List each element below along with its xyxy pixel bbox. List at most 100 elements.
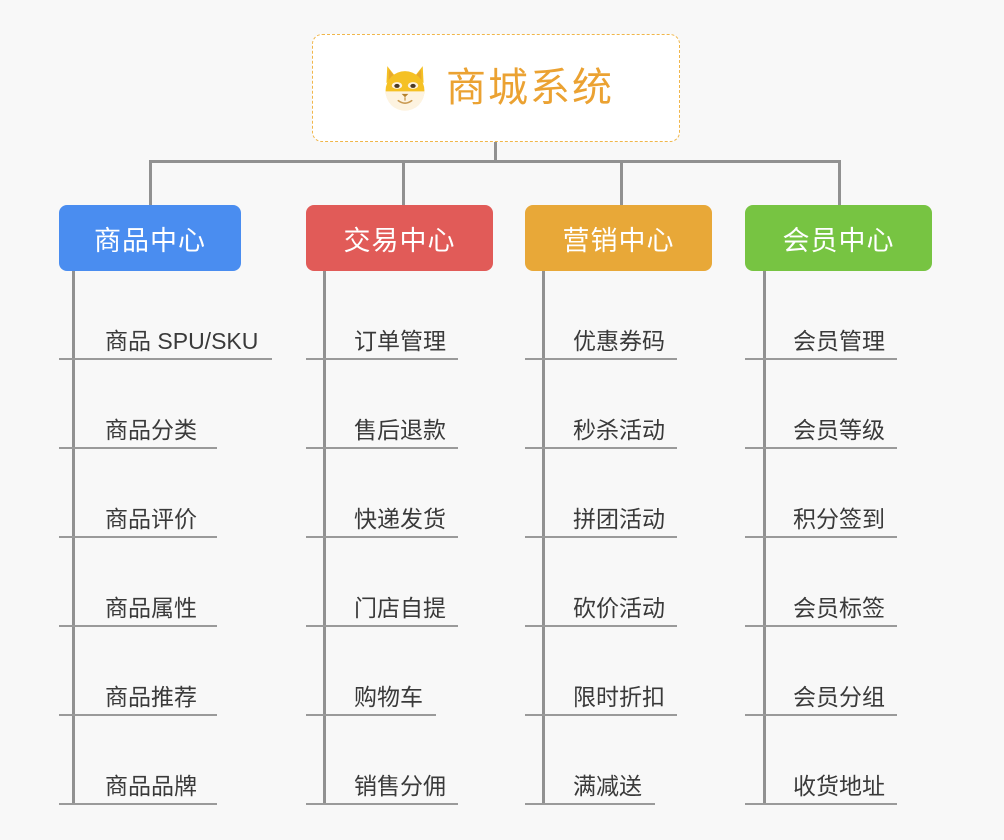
leaf-label: 商品 SPU/SKU bbox=[105, 327, 259, 354]
column-spine bbox=[72, 271, 75, 805]
root-node[interactable]: 商城系统 bbox=[312, 34, 680, 142]
list-item[interactable]: 门店自提 bbox=[306, 538, 493, 627]
leaf-label: 销售分佣 bbox=[354, 772, 446, 799]
column-marketing-center: 营销中心 优惠券码 秒杀活动 拼团活动 砍价活动 限时折扣 bbox=[525, 205, 712, 805]
list-item[interactable]: 积分签到 bbox=[745, 449, 932, 538]
column-trade-center: 交易中心 订单管理 售后退款 快递发货 门店自提 购物车 bbox=[306, 205, 493, 805]
leaf-underline bbox=[59, 447, 217, 449]
leaf-label: 会员标签 bbox=[793, 594, 885, 621]
leaf-underline bbox=[59, 714, 217, 716]
leaf-underline bbox=[59, 625, 217, 627]
leaf-label: 购物车 bbox=[354, 683, 423, 710]
leaf-underline bbox=[306, 714, 436, 716]
leaf-underline bbox=[525, 447, 677, 449]
column-product-center: 商品中心 商品 SPU/SKU 商品分类 商品评价 商品属性 商品推荐 bbox=[59, 205, 272, 805]
leaf-label: 商品评价 bbox=[105, 505, 197, 532]
leaf-label: 秒杀活动 bbox=[573, 416, 665, 443]
list-item[interactable]: 销售分佣 bbox=[306, 716, 493, 805]
connector-drop-4 bbox=[838, 160, 841, 205]
list-item[interactable]: 会员等级 bbox=[745, 360, 932, 449]
column-spine bbox=[763, 271, 766, 805]
leaf-underline bbox=[745, 536, 897, 538]
leaf-label: 会员分组 bbox=[793, 683, 885, 710]
leaf-label: 满减送 bbox=[573, 772, 642, 799]
leaf-underline bbox=[745, 803, 897, 805]
leaf-underline bbox=[525, 625, 677, 627]
list-item[interactable]: 优惠券码 bbox=[525, 271, 712, 360]
leaf-list: 订单管理 售后退款 快递发货 门店自提 购物车 销售分佣 bbox=[306, 271, 493, 805]
category-header-marketing-center[interactable]: 营销中心 bbox=[525, 205, 712, 271]
list-item[interactable]: 商品属性 bbox=[59, 538, 264, 627]
leaf-underline bbox=[525, 803, 655, 805]
leaf-label: 积分签到 bbox=[793, 505, 885, 532]
list-item[interactable]: 订单管理 bbox=[306, 271, 493, 360]
list-item[interactable]: 商品评价 bbox=[59, 449, 264, 538]
list-item[interactable]: 商品品牌 bbox=[59, 716, 264, 805]
leaf-underline bbox=[745, 625, 897, 627]
list-item[interactable]: 会员管理 bbox=[745, 271, 932, 360]
leaf-underline bbox=[306, 625, 458, 627]
leaf-list: 商品 SPU/SKU 商品分类 商品评价 商品属性 商品推荐 商品品牌 bbox=[59, 271, 272, 805]
column-spine bbox=[542, 271, 545, 805]
leaf-underline bbox=[59, 803, 217, 805]
leaf-underline bbox=[525, 358, 677, 360]
list-item[interactable]: 秒杀活动 bbox=[525, 360, 712, 449]
leaf-label: 商品分类 bbox=[105, 416, 197, 443]
leaf-label: 订单管理 bbox=[354, 327, 446, 354]
leaf-label: 商品属性 bbox=[105, 594, 197, 621]
list-item[interactable]: 砍价活动 bbox=[525, 538, 712, 627]
leaf-label: 商品品牌 bbox=[105, 772, 197, 799]
list-item[interactable]: 售后退款 bbox=[306, 360, 493, 449]
shiba-dog-face-icon bbox=[378, 61, 432, 115]
category-title: 商品中心 bbox=[94, 225, 206, 256]
leaf-label: 限时折扣 bbox=[573, 683, 665, 710]
connector-drop-2 bbox=[402, 160, 405, 205]
list-item[interactable]: 快递发货 bbox=[306, 449, 493, 538]
connector-drop-1 bbox=[149, 160, 152, 205]
leaf-list: 会员管理 会员等级 积分签到 会员标签 会员分组 收货地址 bbox=[745, 271, 932, 805]
leaf-underline bbox=[306, 536, 458, 538]
leaf-label: 会员等级 bbox=[793, 416, 885, 443]
leaf-underline bbox=[306, 447, 458, 449]
leaf-underline bbox=[525, 714, 677, 716]
leaf-label: 商品推荐 bbox=[105, 683, 197, 710]
leaf-label: 拼团活动 bbox=[573, 505, 665, 532]
list-item[interactable]: 会员分组 bbox=[745, 627, 932, 716]
category-title: 会员中心 bbox=[782, 225, 895, 256]
list-item[interactable]: 限时折扣 bbox=[525, 627, 712, 716]
leaf-underline bbox=[306, 803, 458, 805]
leaf-underline bbox=[59, 358, 272, 360]
list-item[interactable]: 商品分类 bbox=[59, 360, 264, 449]
category-header-member-center[interactable]: 会员中心 bbox=[745, 205, 932, 271]
leaf-label: 砍价活动 bbox=[573, 594, 665, 621]
leaf-label: 会员管理 bbox=[793, 327, 885, 354]
leaf-list: 优惠券码 秒杀活动 拼团活动 砍价活动 限时折扣 满减送 bbox=[525, 271, 712, 805]
list-item[interactable]: 满减送 bbox=[525, 716, 712, 805]
list-item[interactable]: 收货地址 bbox=[745, 716, 932, 805]
leaf-label: 门店自提 bbox=[354, 594, 446, 621]
connector-drop-3 bbox=[620, 160, 623, 205]
leaf-underline bbox=[306, 358, 458, 360]
leaf-underline bbox=[525, 536, 677, 538]
category-header-trade-center[interactable]: 交易中心 bbox=[306, 205, 493, 271]
leaf-underline bbox=[59, 536, 217, 538]
leaf-label: 售后退款 bbox=[354, 416, 446, 443]
connector-horizontal-bus bbox=[149, 160, 840, 163]
list-item[interactable]: 拼团活动 bbox=[525, 449, 712, 538]
category-header-product-center[interactable]: 商品中心 bbox=[59, 205, 241, 271]
leaf-underline bbox=[745, 358, 897, 360]
list-item[interactable]: 购物车 bbox=[306, 627, 493, 716]
column-spine bbox=[323, 271, 326, 805]
leaf-underline bbox=[745, 447, 897, 449]
category-title: 营销中心 bbox=[562, 225, 675, 256]
list-item[interactable]: 商品 SPU/SKU bbox=[59, 271, 272, 360]
leaf-underline bbox=[745, 714, 897, 716]
leaf-label: 优惠券码 bbox=[573, 327, 665, 354]
list-item[interactable]: 会员标签 bbox=[745, 538, 932, 627]
leaf-label: 收货地址 bbox=[793, 772, 885, 799]
column-member-center: 会员中心 会员管理 会员等级 积分签到 会员标签 会员分组 bbox=[745, 205, 932, 805]
connector-root-stem bbox=[494, 142, 497, 162]
root-title: 商城系统 bbox=[446, 66, 614, 110]
list-item[interactable]: 商品推荐 bbox=[59, 627, 264, 716]
